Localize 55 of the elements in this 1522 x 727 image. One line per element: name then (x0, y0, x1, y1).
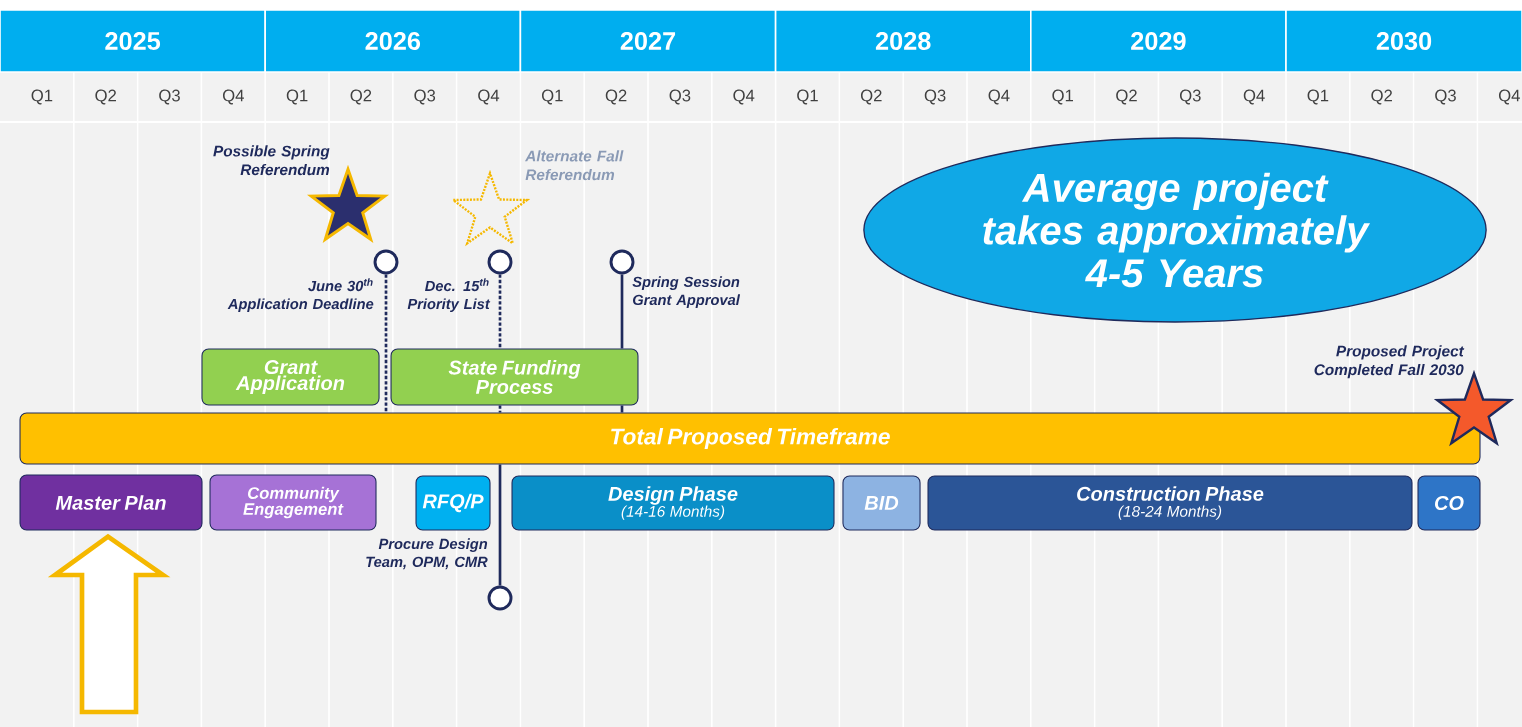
year-cell: 2030 (1285, 9, 1522, 73)
milestone-label: June 30$^{th}$ Application Deadline (227, 278, 374, 313)
connector-line (620, 405, 624, 413)
block-arrow (47, 533, 171, 715)
quarter-label: Q4 (223, 89, 244, 105)
quarter-label: Q3 (1180, 89, 1201, 105)
quarter-label: Q1 (1307, 89, 1329, 105)
connector-line (498, 464, 502, 586)
quarter-label: Q1 (542, 89, 563, 105)
quarter-label: Q2 (350, 89, 372, 105)
quarter-label: Q1 (797, 89, 818, 105)
quarter-label: Q4 (1499, 89, 1520, 105)
process-box: Grant Application (201, 348, 380, 406)
quarter-label: Q2 (1371, 89, 1392, 105)
quarter-label: Q4 (733, 89, 755, 105)
milestone-label: Alternate Fall Referendum (524, 150, 624, 181)
quarter-label: Q2 (861, 89, 882, 105)
year-cell: 2027 (519, 9, 777, 73)
timeline-bar: Total Proposed Timeframe (19, 412, 1481, 465)
quarter-label: Q1 (286, 89, 308, 105)
quarter-label: Q3 (414, 89, 436, 105)
quarter-label: Q3 (669, 89, 691, 105)
quarter-label: Q4 (478, 89, 500, 105)
phase-box: Master Plan (19, 474, 203, 531)
connector-line (384, 274, 388, 413)
quarter-label: Q4 (988, 89, 1010, 105)
year-cell: 2029 (1030, 9, 1287, 73)
quarter-label: Q3 (924, 89, 946, 105)
year-cell: 2028 (774, 9, 1032, 73)
quarter-label: Q3 (159, 89, 180, 105)
quarter-label: Q2 (95, 89, 116, 105)
year-cell: 2025 (0, 9, 266, 73)
year-cell: 2026 (264, 9, 522, 73)
quarter-label: Q2 (605, 89, 627, 105)
quarter-label: Q4 (1243, 89, 1265, 105)
phase-box: CO (1417, 475, 1481, 531)
milestone-circle (487, 585, 513, 611)
quarter-label: Q3 (1435, 89, 1456, 105)
phase-box: Design Phase (14-16 Months) (511, 475, 835, 531)
quarter-label: Q1 (31, 89, 53, 105)
connector-line (620, 274, 624, 349)
milestone-label: Dec. 15$^{th}$ Priority List (407, 278, 491, 313)
note-text: Procure Design Team, OPM, CMR (366, 538, 488, 570)
connector-line (498, 405, 502, 413)
phase-box: Construction Phase (18-24 Months) (927, 475, 1413, 531)
milestone-label: Possible Spring Referendum (213, 145, 330, 176)
quarter-label: Q1 (1052, 89, 1073, 105)
phase-box: BID (842, 475, 921, 531)
milestone-label: Proposed Project Completed Fall 2030 (1314, 345, 1465, 379)
process-box: State Funding Process (390, 348, 639, 406)
connector-line (498, 274, 502, 349)
phase-box: Community Engagement (209, 474, 377, 531)
quarter-label: Q2 (1116, 89, 1137, 105)
milestone-label: Spring Session Grant Approval (632, 276, 741, 308)
phase-box: RFQ/P (415, 475, 491, 531)
